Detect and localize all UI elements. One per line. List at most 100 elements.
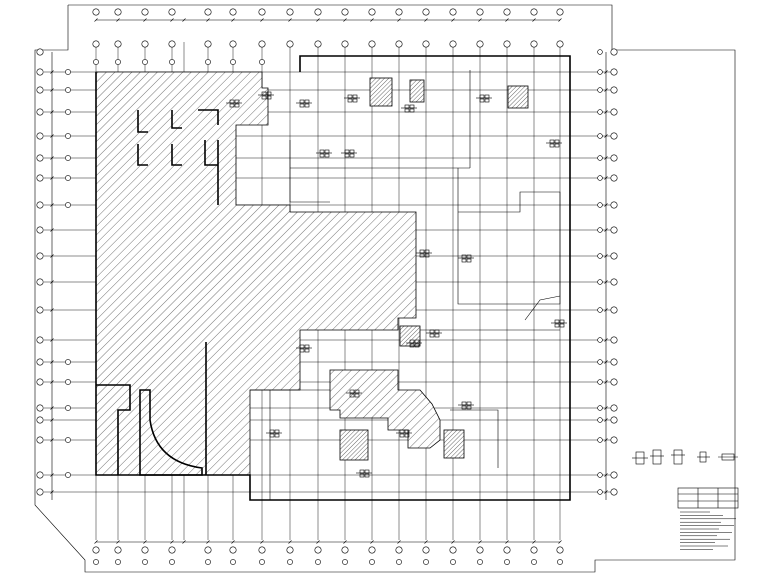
axis-bubble [610,471,618,479]
axis-bubble [530,8,538,16]
axis-bubble [341,546,349,554]
axis-bubble [395,8,403,16]
axis-bubble [65,133,71,139]
axis-bubble [597,417,603,423]
axis-bubble [168,8,176,16]
axis-bubble [610,404,618,412]
core-room-5 [443,429,465,459]
axis-bubble [476,40,484,48]
axis-bubble [205,59,211,65]
axis-bubble [36,68,44,76]
axis-bubble [368,546,376,554]
axis-bubble [314,40,322,48]
axis-bubble [610,436,618,444]
axis-bubble [36,416,44,424]
axis-bubble [36,336,44,344]
axis-bubble [597,49,603,55]
axis-bubble [610,132,618,140]
axis-bubble [556,546,564,554]
axis-bubble [422,8,430,16]
axis-bubble [205,559,211,565]
axis-bubble [610,378,618,386]
axis-bubble [503,8,511,16]
axis-bubble [36,471,44,479]
axis-bubble [610,336,618,344]
axis-bubble [204,8,212,16]
core-room-4 [339,429,369,461]
axis-bubble [36,226,44,234]
axis-bubble [556,40,564,48]
axis-bubble [610,68,618,76]
axis-bubble [422,546,430,554]
axis-bubble [65,175,71,181]
axis-bubble [449,40,457,48]
axis-bubble [287,559,293,565]
main-wall-outline [95,55,571,501]
axis-bubble [114,40,122,48]
axis-bubble [449,546,457,554]
axis-bubble [597,472,603,478]
axis-bubble [556,8,564,16]
axis-bubble [65,405,71,411]
axis-bubble [114,546,122,554]
axis-bubble [610,108,618,116]
axis-bubble [258,8,266,16]
axis-bubble [314,546,322,554]
axis-bubble [36,86,44,94]
axis-bubble [597,379,603,385]
axis-bubble [369,559,375,565]
notes-table [677,487,739,550]
axis-bubble [142,59,148,65]
axis-bubble [476,546,484,554]
axis-bubble [315,559,321,565]
axis-bubble [65,202,71,208]
axis-bubble [531,559,537,565]
axis-bubble [610,174,618,182]
axis-bubble [230,59,236,65]
axis-bubble [142,559,148,565]
axis-bubble [368,40,376,48]
axis-bubble [93,59,99,65]
axis-bubble [65,359,71,365]
axis-bubble [368,8,376,16]
axis-bubble [36,154,44,162]
axis-bubble [423,559,429,565]
axis-bubble [422,40,430,48]
axis-bubble [258,40,266,48]
axis-bubble [92,546,100,554]
axis-bubble [286,40,294,48]
axis-bubble [597,307,603,313]
axis-bubble [341,8,349,16]
axis-bubble [286,8,294,16]
axis-bubble [36,201,44,209]
axis-bubble [65,379,71,385]
axis-bubble [597,337,603,343]
axis-bubble [597,69,603,75]
axis-bubble [36,252,44,260]
axis-bubble [115,59,121,65]
core-room-3 [507,85,529,109]
axis-bubble [141,8,149,16]
axis-bubble [597,489,603,495]
axis-bubble [395,40,403,48]
inner-wall-sw [96,384,131,475]
axis-bubble [610,358,618,366]
axis-bubble [504,559,510,565]
axis-bubble [395,546,403,554]
axis-bubble [168,40,176,48]
axis-bubble [36,132,44,140]
axis-bubble [597,437,603,443]
axis-bubble [597,109,603,115]
axis-bubble [36,378,44,386]
axis-bubble [530,40,538,48]
axis-bubble [65,155,71,161]
axis-bubble [597,175,603,181]
axis-bubble [92,8,100,16]
axis-bubble [450,559,456,565]
axis-bubble [168,546,176,554]
axis-bubble [286,546,294,554]
dimension-lines [50,18,608,544]
axis-bubble [141,40,149,48]
axis-bubble [204,40,212,48]
